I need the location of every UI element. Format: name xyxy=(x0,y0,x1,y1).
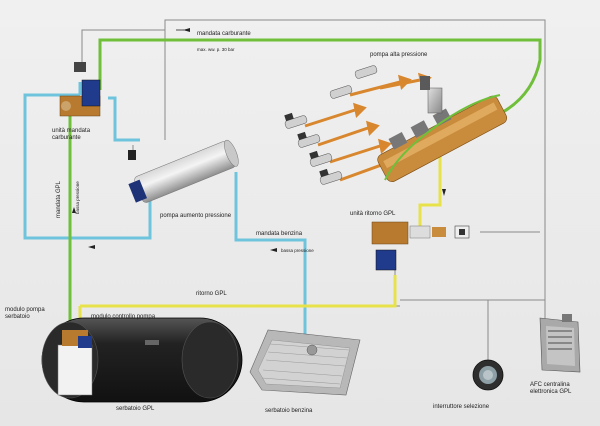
label-modulo-controllo: modulo controllo pompa xyxy=(91,314,156,320)
label-pompa-alta-pressione: pompa alta pressione xyxy=(370,52,428,58)
label-ritorno-gpl: ritorno GPL xyxy=(196,291,227,297)
afc-control-unit xyxy=(539,314,581,373)
flow-arrows xyxy=(72,28,446,252)
unita-ritorno-unit xyxy=(371,221,470,271)
fuel-rail-assembly xyxy=(377,76,508,182)
label-unita-ritorno: unità ritorno GPL xyxy=(350,211,396,217)
label-bassa-pressione-vertical: bassa pressione xyxy=(75,181,80,214)
label-mandata-gpl: mandata GPL xyxy=(56,180,62,218)
label-interruttore: interruttore selezione xyxy=(433,404,490,410)
label-unita-mandata: unità mandata carburante xyxy=(52,128,91,141)
benzina-line xyxy=(23,82,307,345)
label-modulo-pompa: modulo pompa serbatoio xyxy=(5,307,45,320)
serbatoio-gpl-tank xyxy=(41,317,243,403)
interruttore-switch xyxy=(472,359,504,391)
label-pompa-aumento: pompa aumento pressione xyxy=(160,213,232,219)
label-bassa-pressione: bassa pressione xyxy=(281,248,314,253)
label-max-pressure: max. ww. p. 30 bar xyxy=(197,47,235,52)
unita-mandata-unit xyxy=(59,62,101,117)
label-serbatoio-benzina: serbatoio benzina xyxy=(265,408,313,414)
label-serbatoio-gpl: serbatoio GPL xyxy=(116,406,155,412)
pompa-aumento-cylinder xyxy=(128,139,239,203)
label-afc: AFC centralina elettronica GPL xyxy=(530,382,572,395)
serbatoio-benzina-tank xyxy=(249,329,361,396)
label-mandata-carburante: mandata carburante xyxy=(197,31,251,37)
label-mandata-benzina: mandata benzina xyxy=(256,231,303,237)
